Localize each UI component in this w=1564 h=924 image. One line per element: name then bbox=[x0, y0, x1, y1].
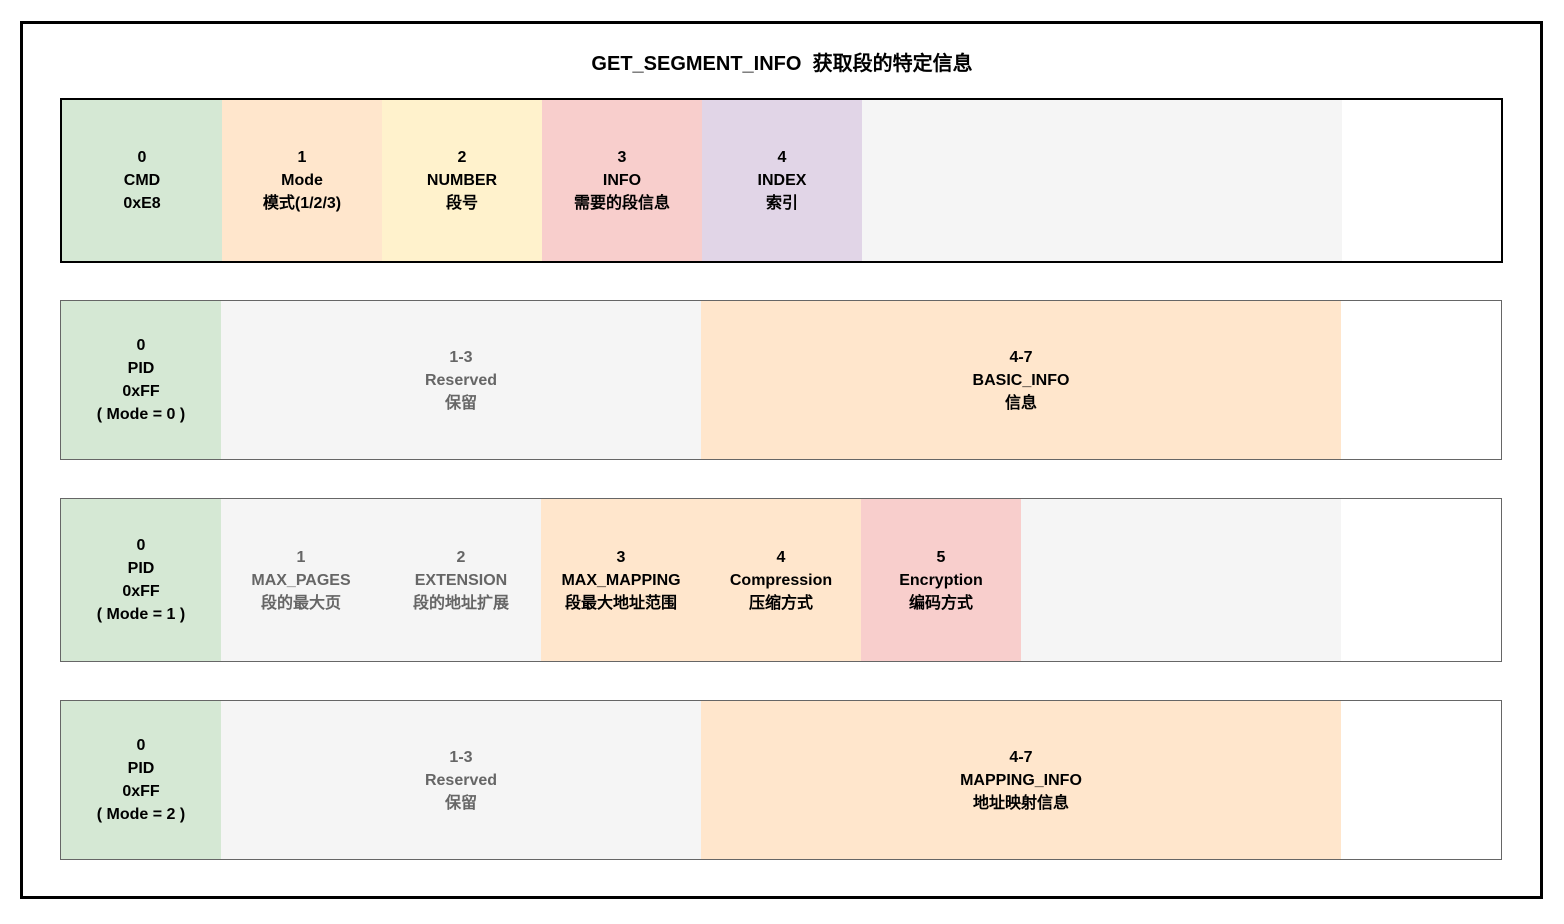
field-max-pages: 1 MAX_PAGES 段的最大页 bbox=[221, 499, 381, 661]
field-compression: 4 Compression 压缩方式 bbox=[701, 499, 861, 661]
spacer bbox=[1342, 100, 1501, 261]
field-max-mapping: 3 MAX_MAPPING 段最大地址范围 bbox=[541, 499, 701, 661]
field-reserved: 1-3 Reserved 保留 bbox=[221, 301, 701, 459]
byte-row-response-mode0: 0 PID 0xFF ( Mode = 0 ) 1-3 Reserved 保留 … bbox=[60, 300, 1502, 460]
byte-row-command: 0 CMD 0xE8 1 Mode 模式(1/2/3) 2 NUMBER 段号 … bbox=[60, 98, 1503, 263]
reserved-area bbox=[1021, 499, 1341, 661]
field-reserved: 1-3 Reserved 保留 bbox=[221, 701, 701, 859]
field-info: 3 INFO 需要的段信息 bbox=[542, 100, 702, 261]
field-mapping-info: 4-7 MAPPING_INFO 地址映射信息 bbox=[701, 701, 1341, 859]
field-index: 4 INDEX 索引 bbox=[702, 100, 862, 261]
field-pid-mode1: 0 PID 0xFF ( Mode = 1 ) bbox=[61, 499, 221, 661]
spacer bbox=[1341, 499, 1501, 661]
field-mode: 1 Mode 模式(1/2/3) bbox=[222, 100, 382, 261]
field-basic-info: 4-7 BASIC_INFO 信息 bbox=[701, 301, 1341, 459]
reserved-area bbox=[862, 100, 1342, 261]
diagram-title: GET_SEGMENT_INFO 获取段的特定信息 bbox=[591, 53, 973, 75]
field-cmd: 0 CMD 0xE8 bbox=[62, 100, 222, 261]
field-extension: 2 EXTENSION 段的地址扩展 bbox=[381, 499, 541, 661]
field-pid-mode0: 0 PID 0xFF ( Mode = 0 ) bbox=[61, 301, 221, 459]
spacer bbox=[1341, 701, 1501, 859]
field-number: 2 NUMBER 段号 bbox=[382, 100, 542, 261]
byte-row-response-mode2: 0 PID 0xFF ( Mode = 2 ) 1-3 Reserved 保留 … bbox=[60, 700, 1502, 860]
field-encryption: 5 Encryption 编码方式 bbox=[861, 499, 1021, 661]
field-pid-mode2: 0 PID 0xFF ( Mode = 2 ) bbox=[61, 701, 221, 859]
spacer bbox=[1341, 301, 1501, 459]
byte-row-response-mode1: 0 PID 0xFF ( Mode = 1 ) 1 MAX_PAGES 段的最大… bbox=[60, 498, 1502, 662]
